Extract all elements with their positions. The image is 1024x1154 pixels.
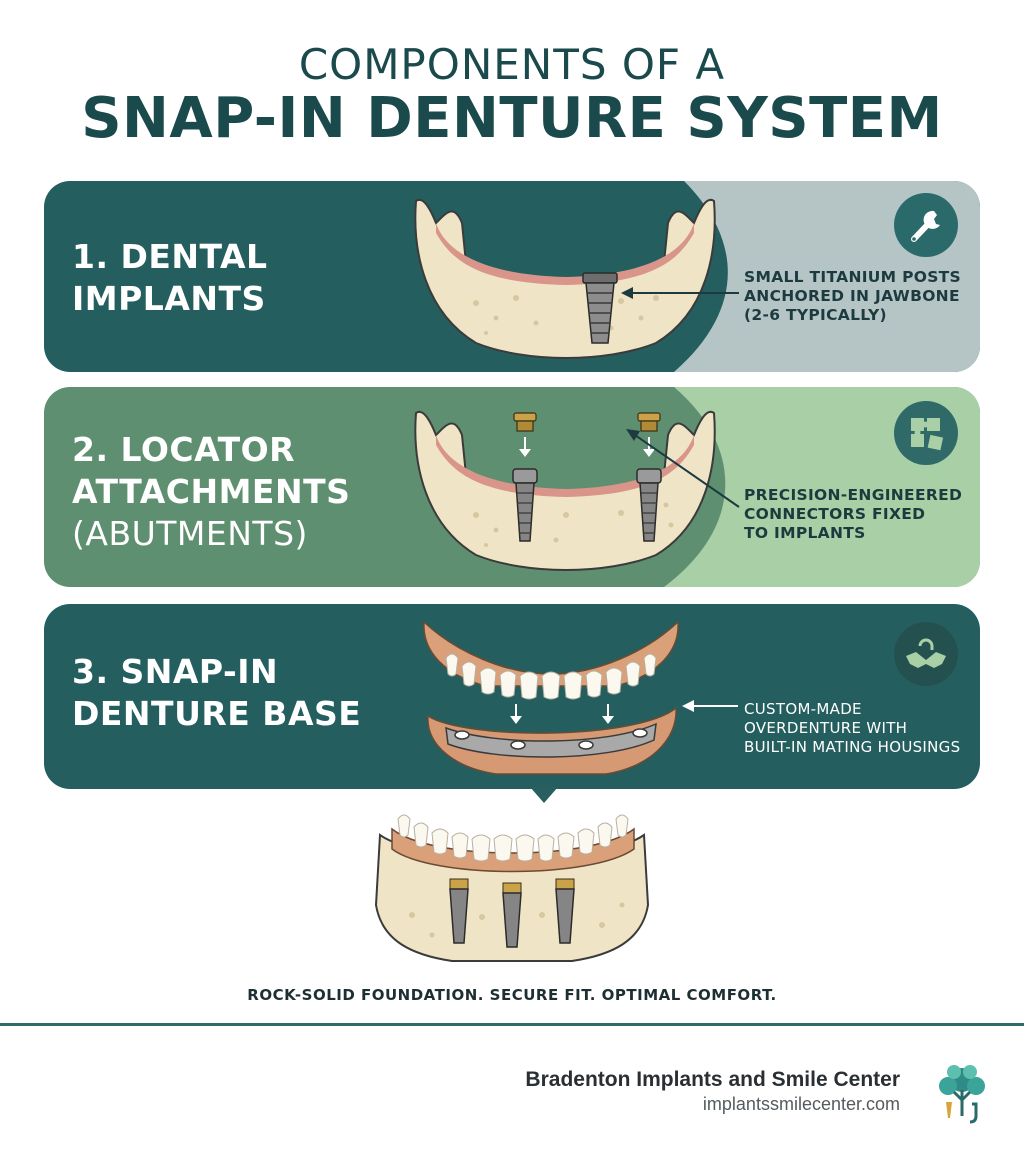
description-line: TO IMPLANTS [744, 524, 866, 542]
panel-title-line: ATTACHMENTS [72, 472, 351, 511]
panel-description: SMALL TITANIUM POSTS ANCHORED IN JAWBONE… [744, 268, 961, 325]
brand-url[interactable]: implantssmilecenter.com [702, 1094, 900, 1114]
panel-title-line: 3. SNAP-IN [72, 652, 279, 691]
panel-description: PRECISION-ENGINEERED CONNECTORS FIXED TO… [744, 486, 962, 543]
assembled-denture-illustration [374, 814, 650, 962]
arrow-icon [621, 287, 739, 299]
panel-dental-implants: 1. DENTAL IMPLANTS SMALL TITANIUM POSTS … [44, 181, 980, 372]
panel-title-line: 1. DENTAL [72, 237, 268, 276]
description-line: CUSTOM-MADE [744, 700, 862, 718]
pointer-triangle [530, 787, 558, 803]
divider [0, 1023, 1024, 1026]
panel-locator-attachments: 2. LOCATOR ATTACHMENTS (ABUTMENTS) PRECI… [44, 387, 980, 587]
description-line: CONNECTORS FIXED [744, 505, 926, 523]
jaw-with-implant-illustration [414, 198, 716, 359]
title-line-2: SNAP-IN DENTURE SYSTEM [81, 86, 943, 151]
arrow-icon [626, 429, 740, 508]
description-line: (2-6 TYPICALLY) [744, 306, 887, 324]
panel-title: 3. SNAP-IN DENTURE BASE [72, 651, 361, 735]
panel-title: 1. DENTAL IMPLANTS [72, 236, 268, 320]
panel-title-line: DENTURE BASE [72, 694, 362, 733]
tree-tooth-logo-icon [939, 1065, 985, 1124]
panel-title-line: 2. LOCATOR [72, 430, 296, 469]
panel-description: CUSTOM-MADE OVERDENTURE WITH BUILT-IN MA… [744, 700, 960, 757]
jaw-with-abutments-illustration [414, 410, 716, 571]
description-line: ANCHORED IN JAWBONE [744, 287, 960, 305]
brand-name: Bradenton Implants and Smile Center [525, 1068, 900, 1091]
description-line: SMALL TITANIUM POSTS [744, 268, 962, 286]
wrench-icon [894, 193, 958, 257]
brand-block: Bradenton Implants and Smile Center impl… [525, 1068, 900, 1115]
description-line: PRECISION-ENGINEERED [744, 486, 963, 504]
description-line: BUILT-IN MATING HOUSINGS [744, 738, 961, 756]
denture-base-illustration [423, 620, 679, 775]
description-line: OVERDENTURE WITH [744, 719, 908, 737]
handshake-icon [894, 622, 958, 686]
puzzle-icon [894, 401, 958, 465]
panel-snap-in-denture-base: 3. SNAP-IN DENTURE BASE CUSTOM-MADE OVER… [44, 604, 980, 789]
panel-title-line: IMPLANTS [72, 279, 266, 318]
panel-title: 2. LOCATOR ATTACHMENTS (ABUTMENTS) [72, 429, 350, 555]
title-line-1: COMPONENTS OF A [298, 40, 726, 89]
arrow-icon [682, 700, 738, 712]
panel-title-line: (ABUTMENTS) [72, 514, 308, 553]
tagline: ROCK-SOLID FOUNDATION. SECURE FIT. OPTIM… [247, 986, 777, 1004]
